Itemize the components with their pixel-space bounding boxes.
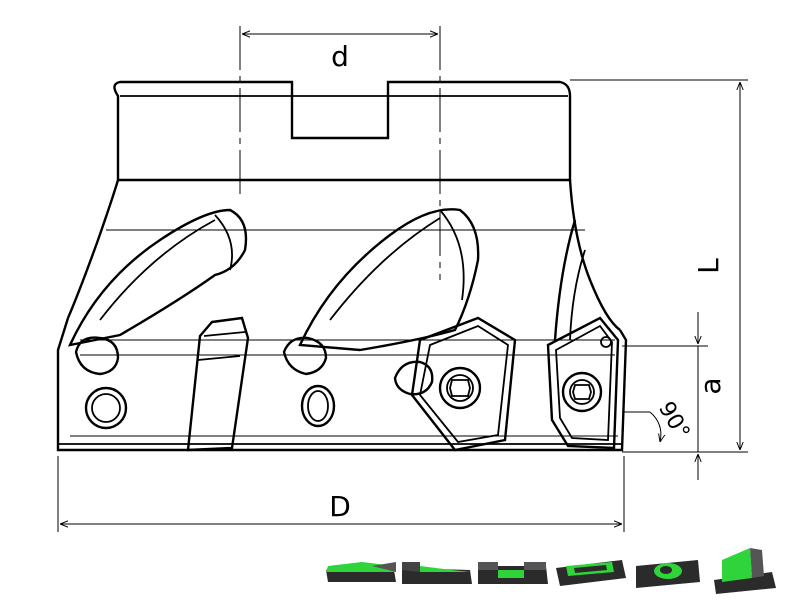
dimension-d-label: d	[331, 40, 349, 73]
dimension-big-d: D	[57, 456, 625, 532]
circular-interpolation-icon	[636, 560, 700, 588]
chip-pockets	[67, 208, 586, 352]
cutter-body	[56, 80, 628, 452]
dimension-big-d-label: D	[329, 490, 351, 523]
face-milling-icon	[326, 562, 396, 582]
dimension-a: a	[622, 312, 727, 480]
slot-milling-icon	[478, 562, 548, 584]
dimension-a-label: a	[694, 377, 727, 394]
cutting-inserts	[186, 316, 620, 452]
dimension-l-label: L	[692, 258, 725, 274]
pocket-milling-icon	[556, 560, 626, 586]
angle-label: 90°	[653, 398, 694, 444]
ramping-icon	[714, 548, 776, 594]
shoulder-milling-icon	[402, 562, 472, 584]
angle-annotation: 90°	[622, 398, 694, 444]
dimension-l: L	[570, 79, 748, 453]
dimension-d: d	[239, 26, 441, 280]
operation-icons	[326, 548, 776, 594]
coolant-holes	[74, 336, 434, 430]
